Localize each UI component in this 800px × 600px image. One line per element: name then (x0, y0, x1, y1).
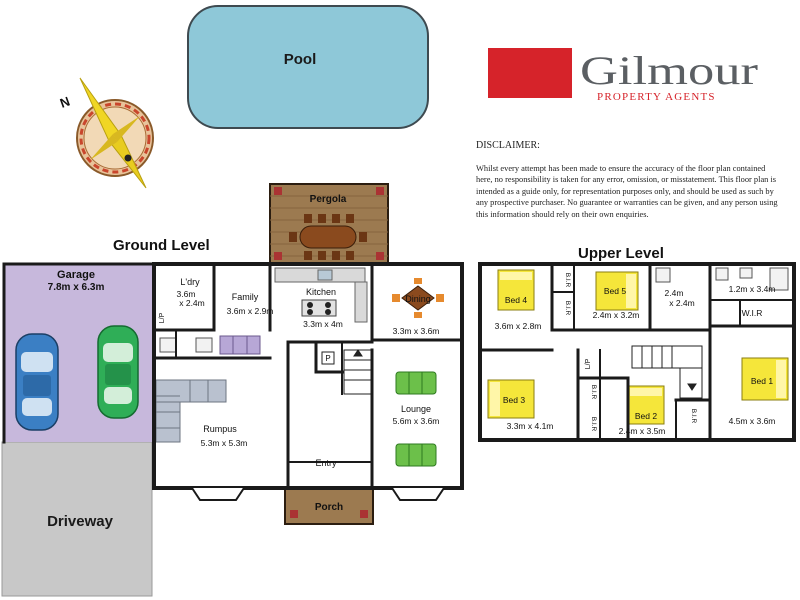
family-name: Family (232, 292, 259, 302)
logo-tagline: PROPERTY AGENTS (597, 91, 716, 103)
ground-linen-label: L/P (159, 312, 166, 323)
bath-size-h: x 2.4m (669, 298, 695, 308)
lounge-size: 5.6m x 3.6m (393, 416, 440, 426)
upper-level-title: Upper Level (578, 245, 664, 262)
driveway-label: Driveway (47, 513, 114, 530)
ground-level-title: Ground Level (113, 237, 210, 254)
rumpus-sofa-icon (155, 379, 227, 443)
upper-linen-label: L/P (585, 358, 592, 369)
gilmour-logo (488, 48, 572, 98)
kitchen-name: Kitchen (306, 287, 336, 297)
dining-size: 3.3m x 3.6m (393, 326, 440, 336)
driveway (1, 441, 153, 597)
bed-4-name: Bed 4 (505, 295, 527, 305)
garage-size: 7.8m x 6.3m (48, 282, 105, 293)
entry-name: Entry (315, 458, 337, 468)
bath-size-w: 2.4m (665, 288, 684, 298)
bed-2-name: Bed 2 (635, 411, 657, 421)
logo-red-square (488, 48, 572, 98)
pool-label: Pool (284, 51, 317, 68)
laundry-fixtures (159, 337, 213, 353)
pergola-label: Pergola (310, 194, 347, 205)
disclaimer-body: Whilst every attempt has been made to en… (476, 164, 778, 219)
rumpus-name: Rumpus (203, 424, 237, 434)
bed-4-size: 3.6m x 2.8m (495, 321, 542, 331)
car-blue-icon (15, 333, 59, 431)
pergola (269, 183, 389, 265)
staircase-ground-icon (343, 349, 373, 395)
lounge-name: Lounge (401, 404, 431, 414)
bed-3-icon (487, 379, 535, 419)
upper-bath-fixtures (655, 267, 789, 291)
staircase-upper-icon (631, 345, 703, 399)
bed-5-name: Bed 5 (604, 286, 626, 296)
ensuite-size: 1.2m x 3.4m (729, 284, 776, 294)
porch-label: Porch (315, 502, 343, 513)
garage-name: Garage (57, 269, 95, 281)
cooktop-icon (301, 299, 337, 317)
pantry-label: P (325, 354, 330, 363)
kitchen-size: 3.3m x 4m (303, 319, 343, 329)
ground-walls (2, 262, 464, 490)
family-sofa-icon (219, 335, 261, 355)
bed-2-icon (627, 385, 665, 425)
wir-label: W.I.R (742, 308, 763, 318)
laundry-size-w: 3.6m (177, 289, 196, 299)
laundry-name: L'dry (180, 277, 200, 287)
disclaimer-title: DISCLAIMER: (476, 140, 540, 151)
lounge-sofa-icon (395, 371, 437, 467)
family-size: 3.6m x 2.9m (227, 306, 274, 316)
laundry-size-h: x 2.4m (179, 298, 205, 308)
compass-icon (76, 77, 154, 189)
porch (284, 487, 374, 525)
bir-label-bed3b: B.I.R (590, 417, 597, 432)
bed-1-name: Bed 1 (751, 376, 773, 386)
bir-label-bed2: B.I.R (690, 409, 697, 424)
dining-name: Dining (405, 294, 431, 304)
bir-label-bed5: B.I.R (564, 301, 571, 316)
logo-name: Gilmour (580, 48, 758, 93)
pool (187, 5, 429, 129)
bed-4-icon (497, 269, 535, 311)
bed-5-size: 2.4m x 3.2m (593, 310, 640, 320)
dining-table-icon (392, 278, 444, 318)
bed-3-size: 3.3m x 4.1m (507, 421, 554, 431)
bed-5-icon (595, 271, 639, 311)
compass-north-label: N (58, 94, 72, 111)
upper-walls (478, 262, 796, 442)
ground-bay-windows (191, 487, 445, 501)
bir-label-bed4: B.I.R (564, 273, 571, 288)
kitchen-bench (274, 267, 368, 323)
bed-1-icon (741, 357, 789, 401)
bed-1-size: 4.5m x 3.6m (729, 416, 776, 426)
bed-2-size: 2.4m x 3.5m (619, 426, 666, 436)
bir-label-bed3: B.I.R (590, 385, 597, 400)
rumpus-size: 5.3m x 5.3m (201, 438, 248, 448)
disclaimer: DISCLAIMER: Whilst every attempt has bee… (476, 140, 782, 220)
car-green-icon (97, 325, 139, 419)
bed-3-name: Bed 3 (503, 395, 525, 405)
